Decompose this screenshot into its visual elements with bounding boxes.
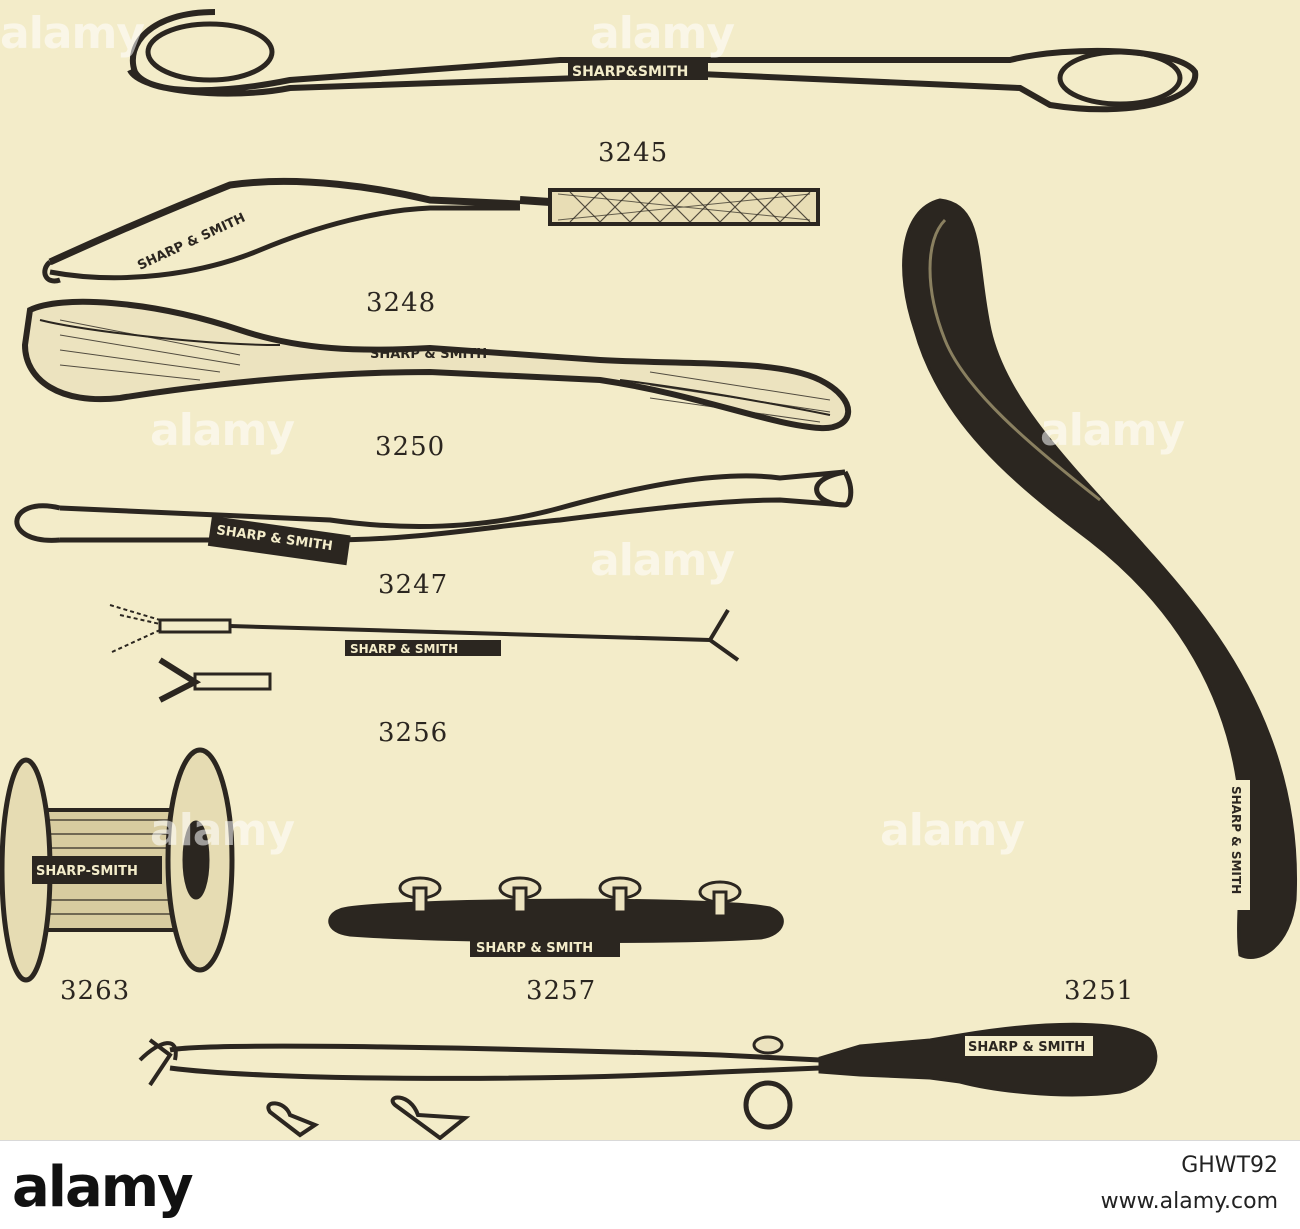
stamp-3263: SHARP-SMITH [36,864,138,879]
figure-number: 3251 [1064,976,1135,1006]
image-id: GHWT92 [1181,1153,1278,1178]
instrument-bottom-screw: SHARP & SMITH [138,1022,1158,1140]
instrument-illustrations: SHARP&SMITH SHARP & SMITH SHARP & SM [0,9,1297,1140]
stamp-bottom-handle: SHARP & SMITH [968,1040,1085,1055]
instrument-3250: SHARP & SMITH [21,298,852,432]
figure-number: 3245 [598,138,669,168]
site-url[interactable]: www.alamy.com [1100,1189,1278,1214]
instrument-3248: SHARP & SMITH [42,177,820,284]
watermark: alamy [590,8,735,59]
stock-footer: alamy GHWT92 www.alamy.com [0,1140,1300,1229]
figure-number: 3248 [366,288,437,318]
watermark: alamy [1040,405,1185,456]
instrument-3257: SHARP & SMITH [328,876,784,957]
watermark: alamy [0,8,145,59]
watermark: alamy [880,805,1025,856]
stamp-3257: SHARP & SMITH [476,941,593,956]
instrument-3263: SHARP-SMITH [0,747,235,983]
instrument-3247: SHARP & SMITH [14,469,854,566]
watermark: alamy [590,535,735,586]
figure-number: 3247 [378,570,449,600]
alamy-logo: alamy [12,1155,194,1220]
stamp-3256: SHARP & SMITH [350,642,458,656]
stamp-3245: SHARP&SMITH [572,64,688,80]
figure-number: 3256 [378,718,449,748]
catalog-page: SHARP&SMITH SHARP & SMITH SHARP & SM [0,8,1297,1140]
figure-number: 3263 [60,976,131,1006]
watermark: alamy [150,405,295,456]
instrument-3251: SHARP & SMITH [902,198,1297,960]
figure-number: 3250 [375,432,446,462]
watermark: alamy [150,805,295,856]
figure-number: 3257 [526,976,597,1006]
instrument-3245: SHARP&SMITH [127,9,1199,113]
instrument-3256: SHARP & SMITH [109,604,740,703]
stamp-3251: SHARP & SMITH [1229,786,1243,894]
stamp-3250: SHARP & SMITH [370,347,487,362]
